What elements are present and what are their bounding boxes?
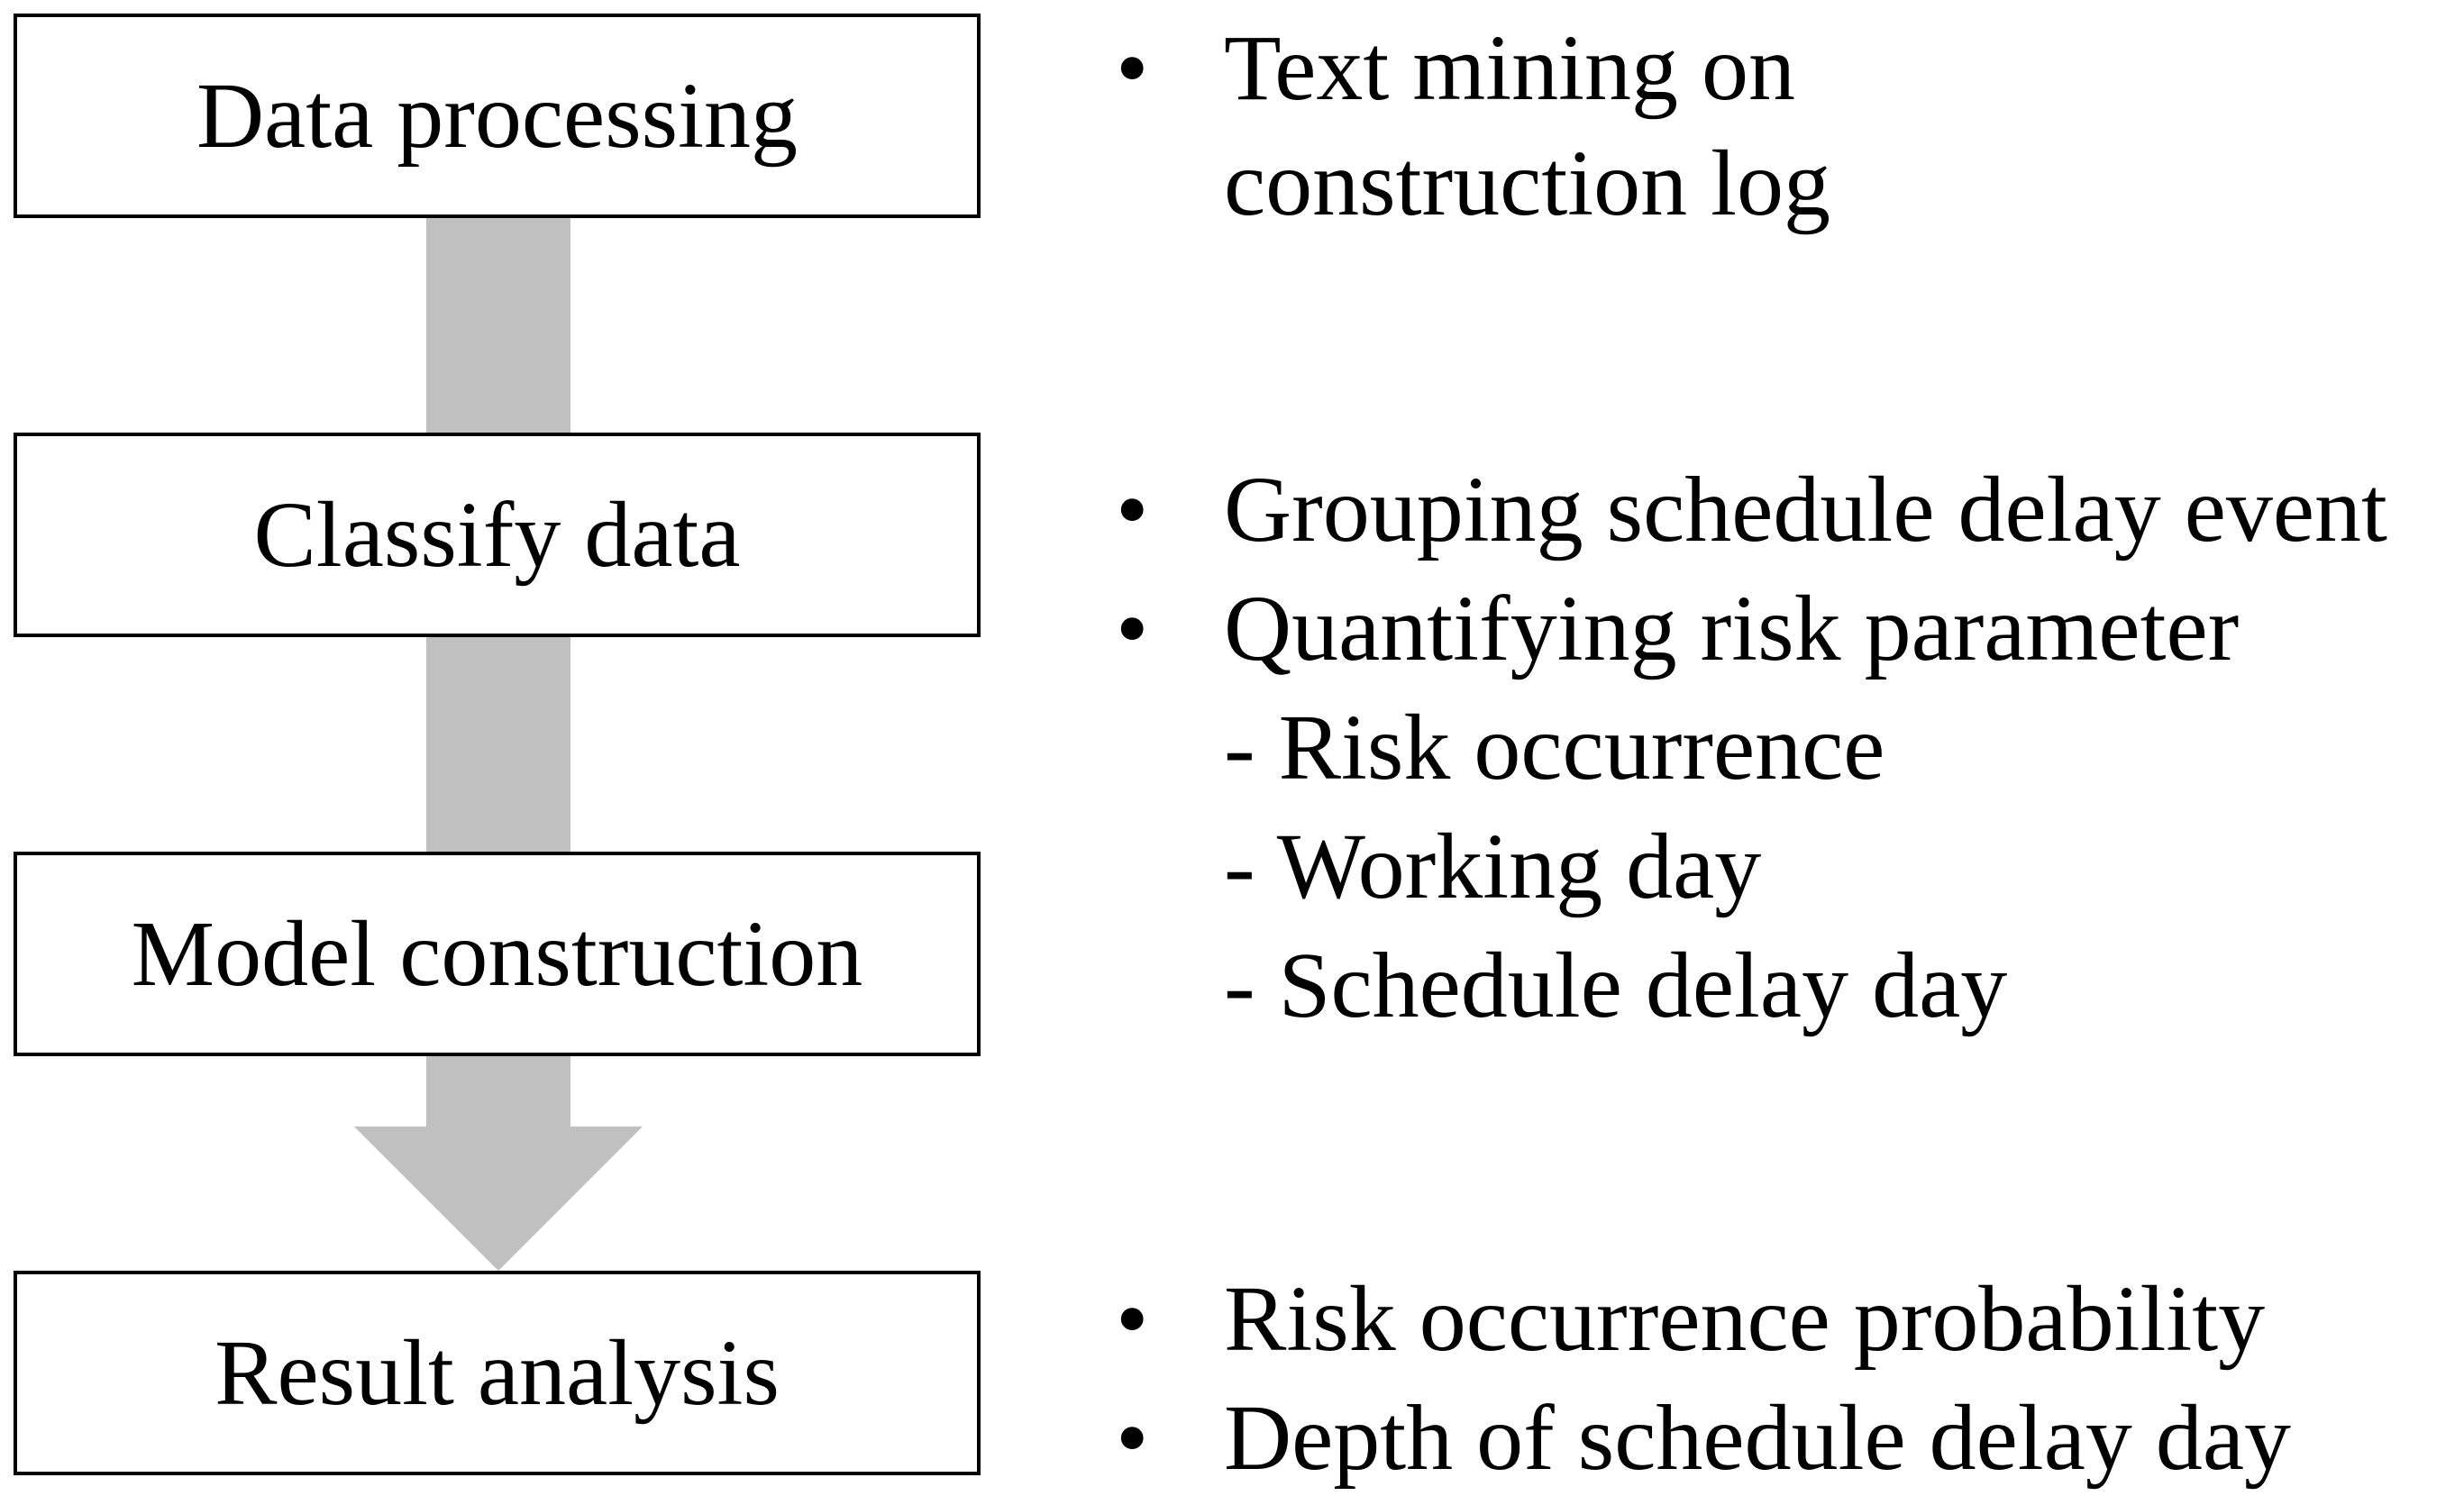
- note-text: Grouping schedule delay event: [1224, 458, 2387, 561]
- step-box-model-construction: Model construction: [14, 852, 981, 1056]
- note-text: Quantifying risk parameter: [1224, 577, 2240, 680]
- step-label-model-construction: Model construction: [131, 901, 863, 1006]
- step-box-result-analysis: Result analysis: [14, 1271, 981, 1475]
- note-text: Text mining on: [1224, 16, 1796, 120]
- note-text: Depth of schedule delay day: [1224, 1386, 2292, 1490]
- step-box-classify-data: Classify data: [14, 433, 981, 637]
- note-classify-sub-2: - Working day: [1224, 815, 1762, 918]
- note-data-processing-continuation: construction log: [1224, 132, 1831, 235]
- note-text: Risk occurrence probability: [1224, 1267, 2266, 1371]
- flow-arrow-head: [354, 1127, 643, 1271]
- step-label-result-analysis: Result analysis: [214, 1320, 780, 1425]
- note-classify-sub-3: - Schedule delay day: [1224, 934, 2008, 1037]
- step-label-classify-data: Classify data: [253, 482, 741, 587]
- note-classify-sub-1: - Risk occurrence: [1224, 696, 1885, 799]
- step-label-data-processing: Data processing: [196, 63, 799, 168]
- step-box-data-processing: Data processing: [14, 14, 981, 218]
